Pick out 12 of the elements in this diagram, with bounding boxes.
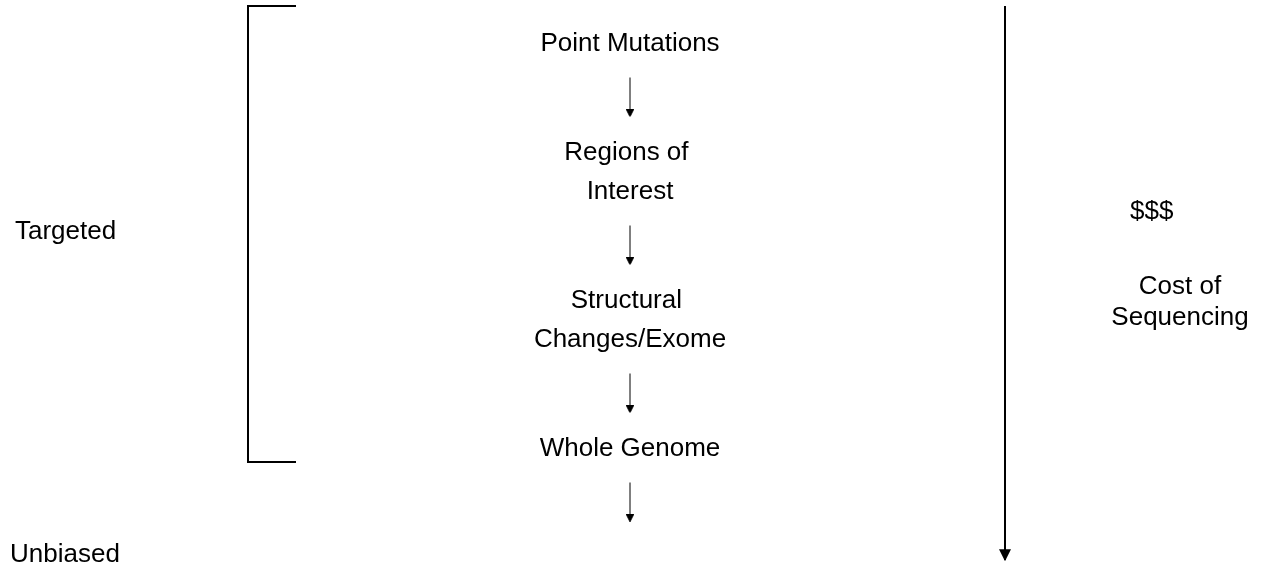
side-label: Targeted — [15, 215, 117, 246]
node-text: Regions of Interest — [564, 136, 689, 205]
arrow — [625, 224, 635, 266]
arrow — [625, 76, 635, 118]
cost-label: $$$ — [1130, 195, 1174, 226]
side-label: Unbiased — [10, 538, 120, 569]
arrow — [625, 481, 635, 523]
node-text: Whole Genome — [539, 432, 721, 462]
node-text: Structural Changes/Exome — [533, 284, 727, 353]
cost-label: Cost of Sequencing — [1110, 270, 1250, 332]
node-text: Point Mutations — [540, 27, 720, 57]
arrow — [625, 372, 635, 414]
